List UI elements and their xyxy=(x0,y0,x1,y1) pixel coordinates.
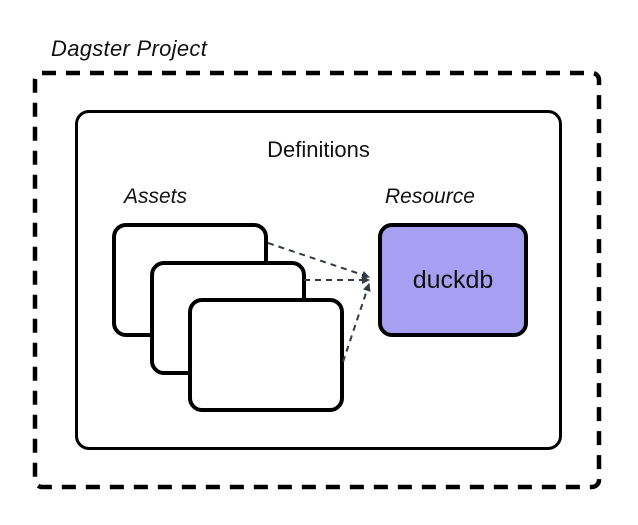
resource-box-duckdb: duckdb xyxy=(378,223,528,337)
assets-label: Assets xyxy=(124,185,188,208)
resource-label: Resource xyxy=(385,185,475,208)
asset-card-3 xyxy=(188,298,344,412)
diagram-title: Dagster Project xyxy=(51,36,208,61)
definitions-label: Definitions xyxy=(267,137,370,162)
definitions-box: Definitions Assets Resource duckdb xyxy=(75,110,562,450)
resource-box-label: duckdb xyxy=(412,265,494,294)
